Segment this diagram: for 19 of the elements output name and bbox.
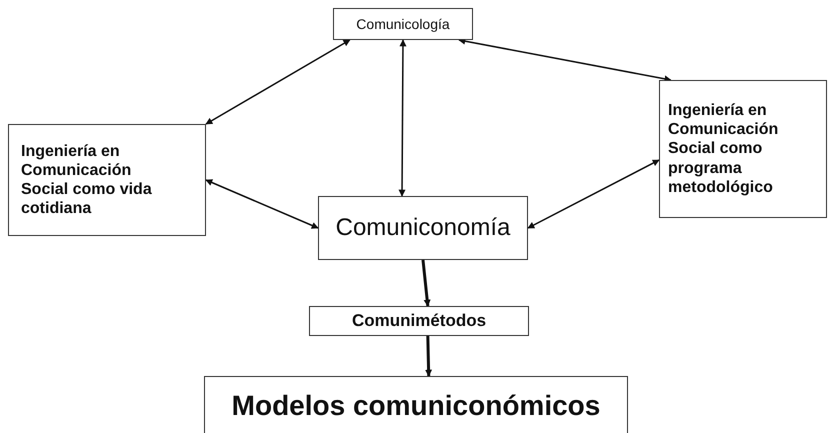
- arrow: [205, 179, 319, 229]
- arrow: [458, 38, 672, 82]
- arrow: [527, 159, 660, 229]
- text-box: [8, 124, 206, 236]
- box-label: Ingeniería en Comunicación Social como vida cotidiana: [21, 142, 153, 218]
- arrow: [425, 336, 432, 377]
- text-box: [659, 80, 827, 218]
- arrow: [398, 39, 406, 197]
- box-label: Ingeniería en Comunicación Social como programa metodológico: [668, 101, 780, 197]
- text-box: [204, 376, 628, 433]
- text-box: [309, 306, 529, 336]
- box-label: Comunimétodos: [352, 310, 486, 332]
- box-label: Modelos comuniconómicos: [232, 389, 600, 423]
- arrow: [422, 260, 431, 307]
- arrow: [205, 39, 350, 125]
- box-label: Comuniconomía: [336, 214, 510, 242]
- text-box: [318, 196, 528, 260]
- box-label: Comunicología: [356, 16, 450, 32]
- text-box: [333, 8, 473, 40]
